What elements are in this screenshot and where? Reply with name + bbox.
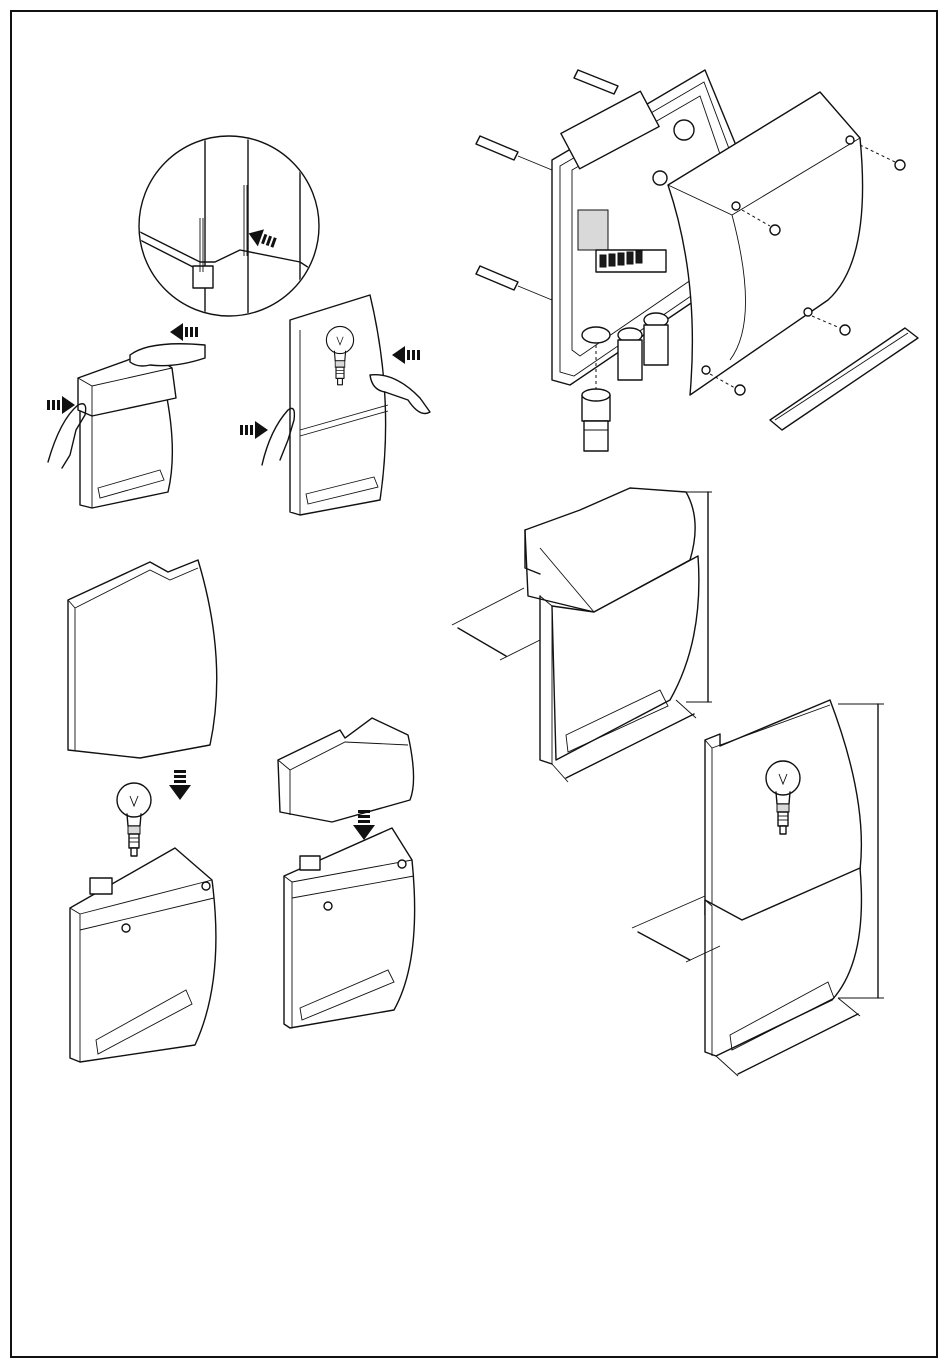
replace-bulb-panel [68,560,217,1062]
refit-cover-panel [278,718,415,1028]
bulb-icon [117,783,151,856]
wall-plug-icon [476,266,552,300]
screw-icon [812,316,850,335]
down-arrow-icon [169,770,191,800]
cable-gland-icon [582,389,610,451]
depth-dimension-line [638,932,690,960]
wall-plug-icon [476,136,552,170]
remove-cover-panel [47,323,205,508]
dimensions-small-panel [452,488,712,782]
press-arrow-icon [170,323,198,341]
magnifier-circle [139,136,319,316]
screw-icon [860,145,905,170]
wall-mounting-panel [476,70,918,451]
press-arrow-icon [240,421,268,439]
lens-strip [770,328,918,430]
press-arrow-icon [392,346,420,364]
remove-lamp-cover-panel [240,295,430,515]
hand-icon [130,344,205,366]
depth-dimension-line [458,628,506,656]
detail-clip-panel [139,136,320,320]
dimensions-large-panel [632,700,884,1076]
wall-plug-icon [574,70,618,94]
screw-icon [710,374,745,395]
